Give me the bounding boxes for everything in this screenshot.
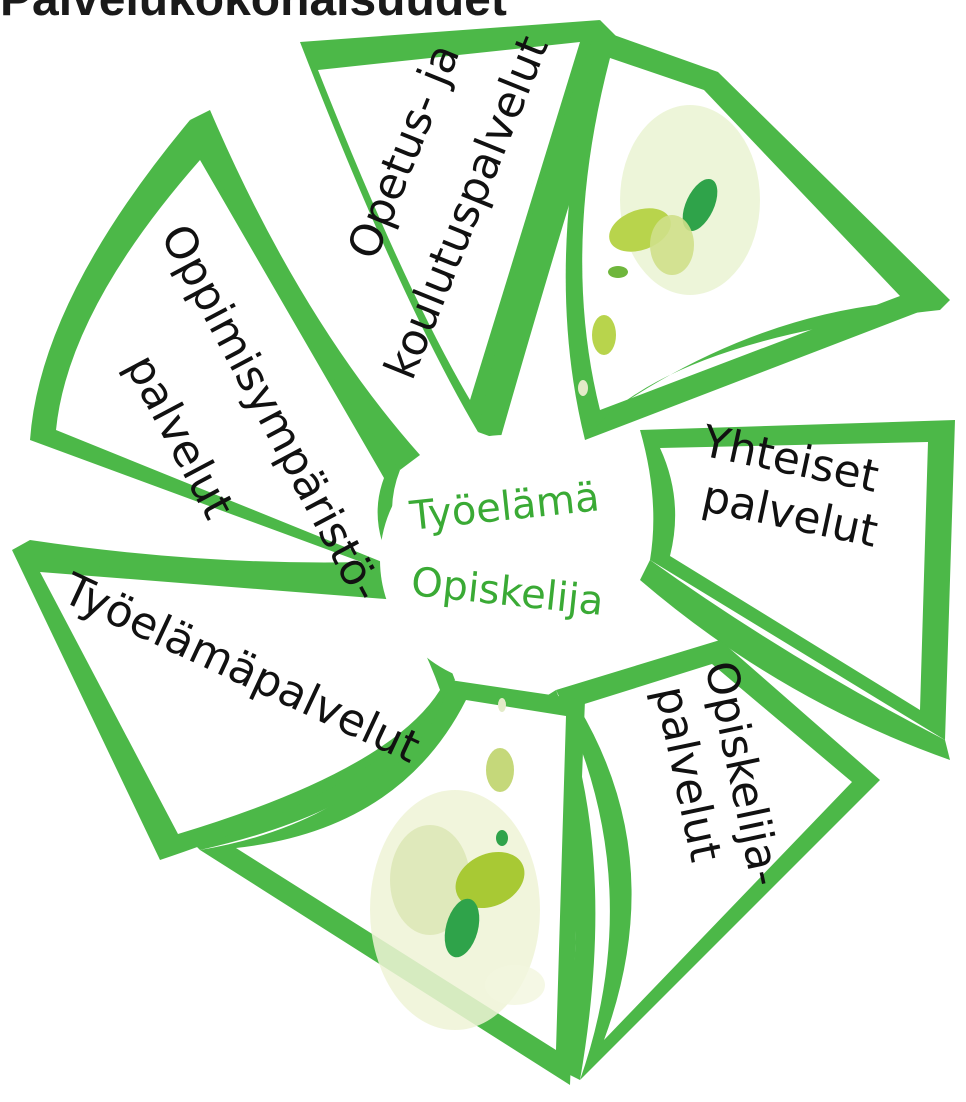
petal-leaves-top (566, 30, 950, 440)
